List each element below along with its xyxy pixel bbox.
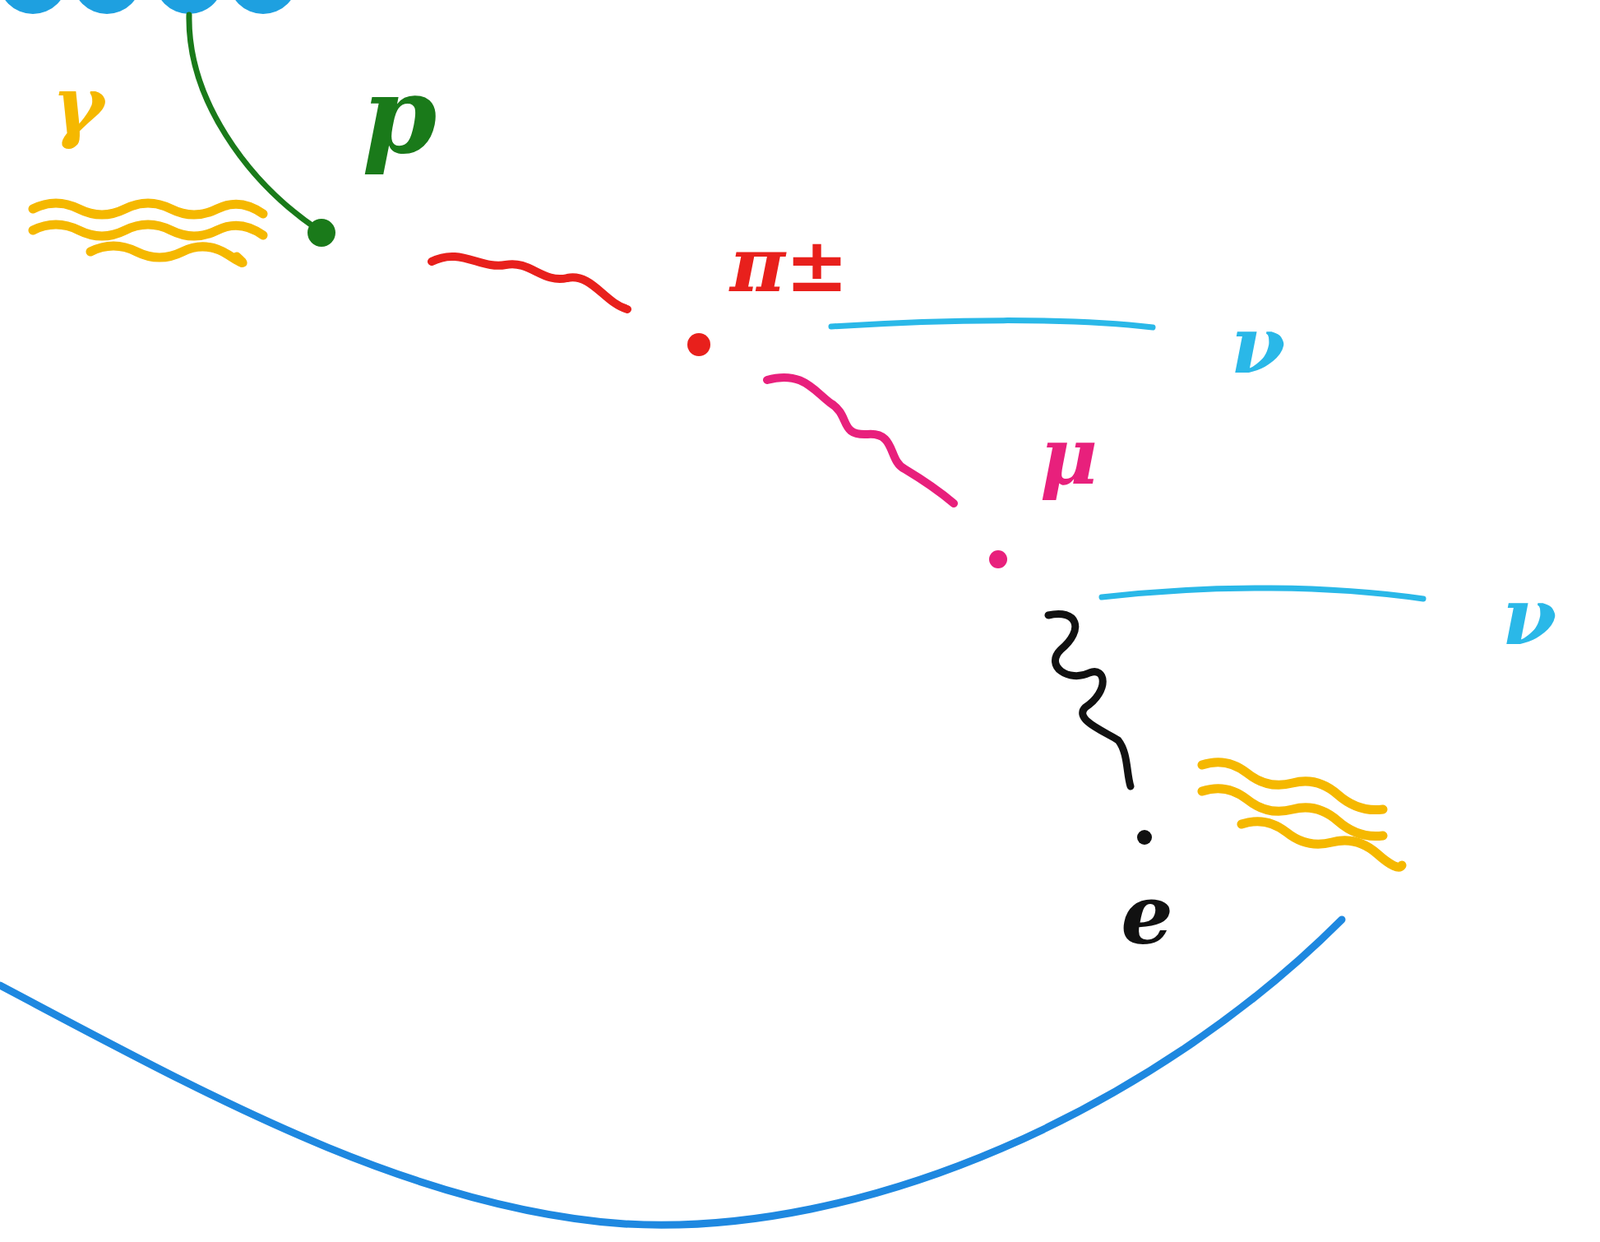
decay-dot (989, 550, 1008, 569)
vertex-dot (307, 218, 336, 247)
electron-track (1048, 613, 1131, 787)
decay-dot (687, 332, 711, 357)
muon-symbol: μ (1040, 416, 1098, 496)
pion-symbol: π± (730, 226, 849, 303)
earth-surface (0, 919, 1342, 1225)
electron-symbol: e (1120, 873, 1174, 956)
photon-wave (32, 203, 264, 264)
neutrino-symbol: ν (1230, 305, 1286, 385)
neutrino-track (831, 320, 1153, 328)
atmosphere-nuclei (0, 0, 298, 14)
decay-dot (1137, 829, 1152, 845)
proton-symbol: p (362, 61, 438, 169)
proton-track (189, 14, 317, 229)
neutrino-track (1101, 587, 1424, 599)
pion-track (431, 256, 628, 310)
photon-symbol: γ (51, 65, 104, 145)
neutrino-symbol: ν (1502, 577, 1558, 657)
photon-wave (1202, 762, 1402, 867)
muon-track (767, 377, 954, 504)
